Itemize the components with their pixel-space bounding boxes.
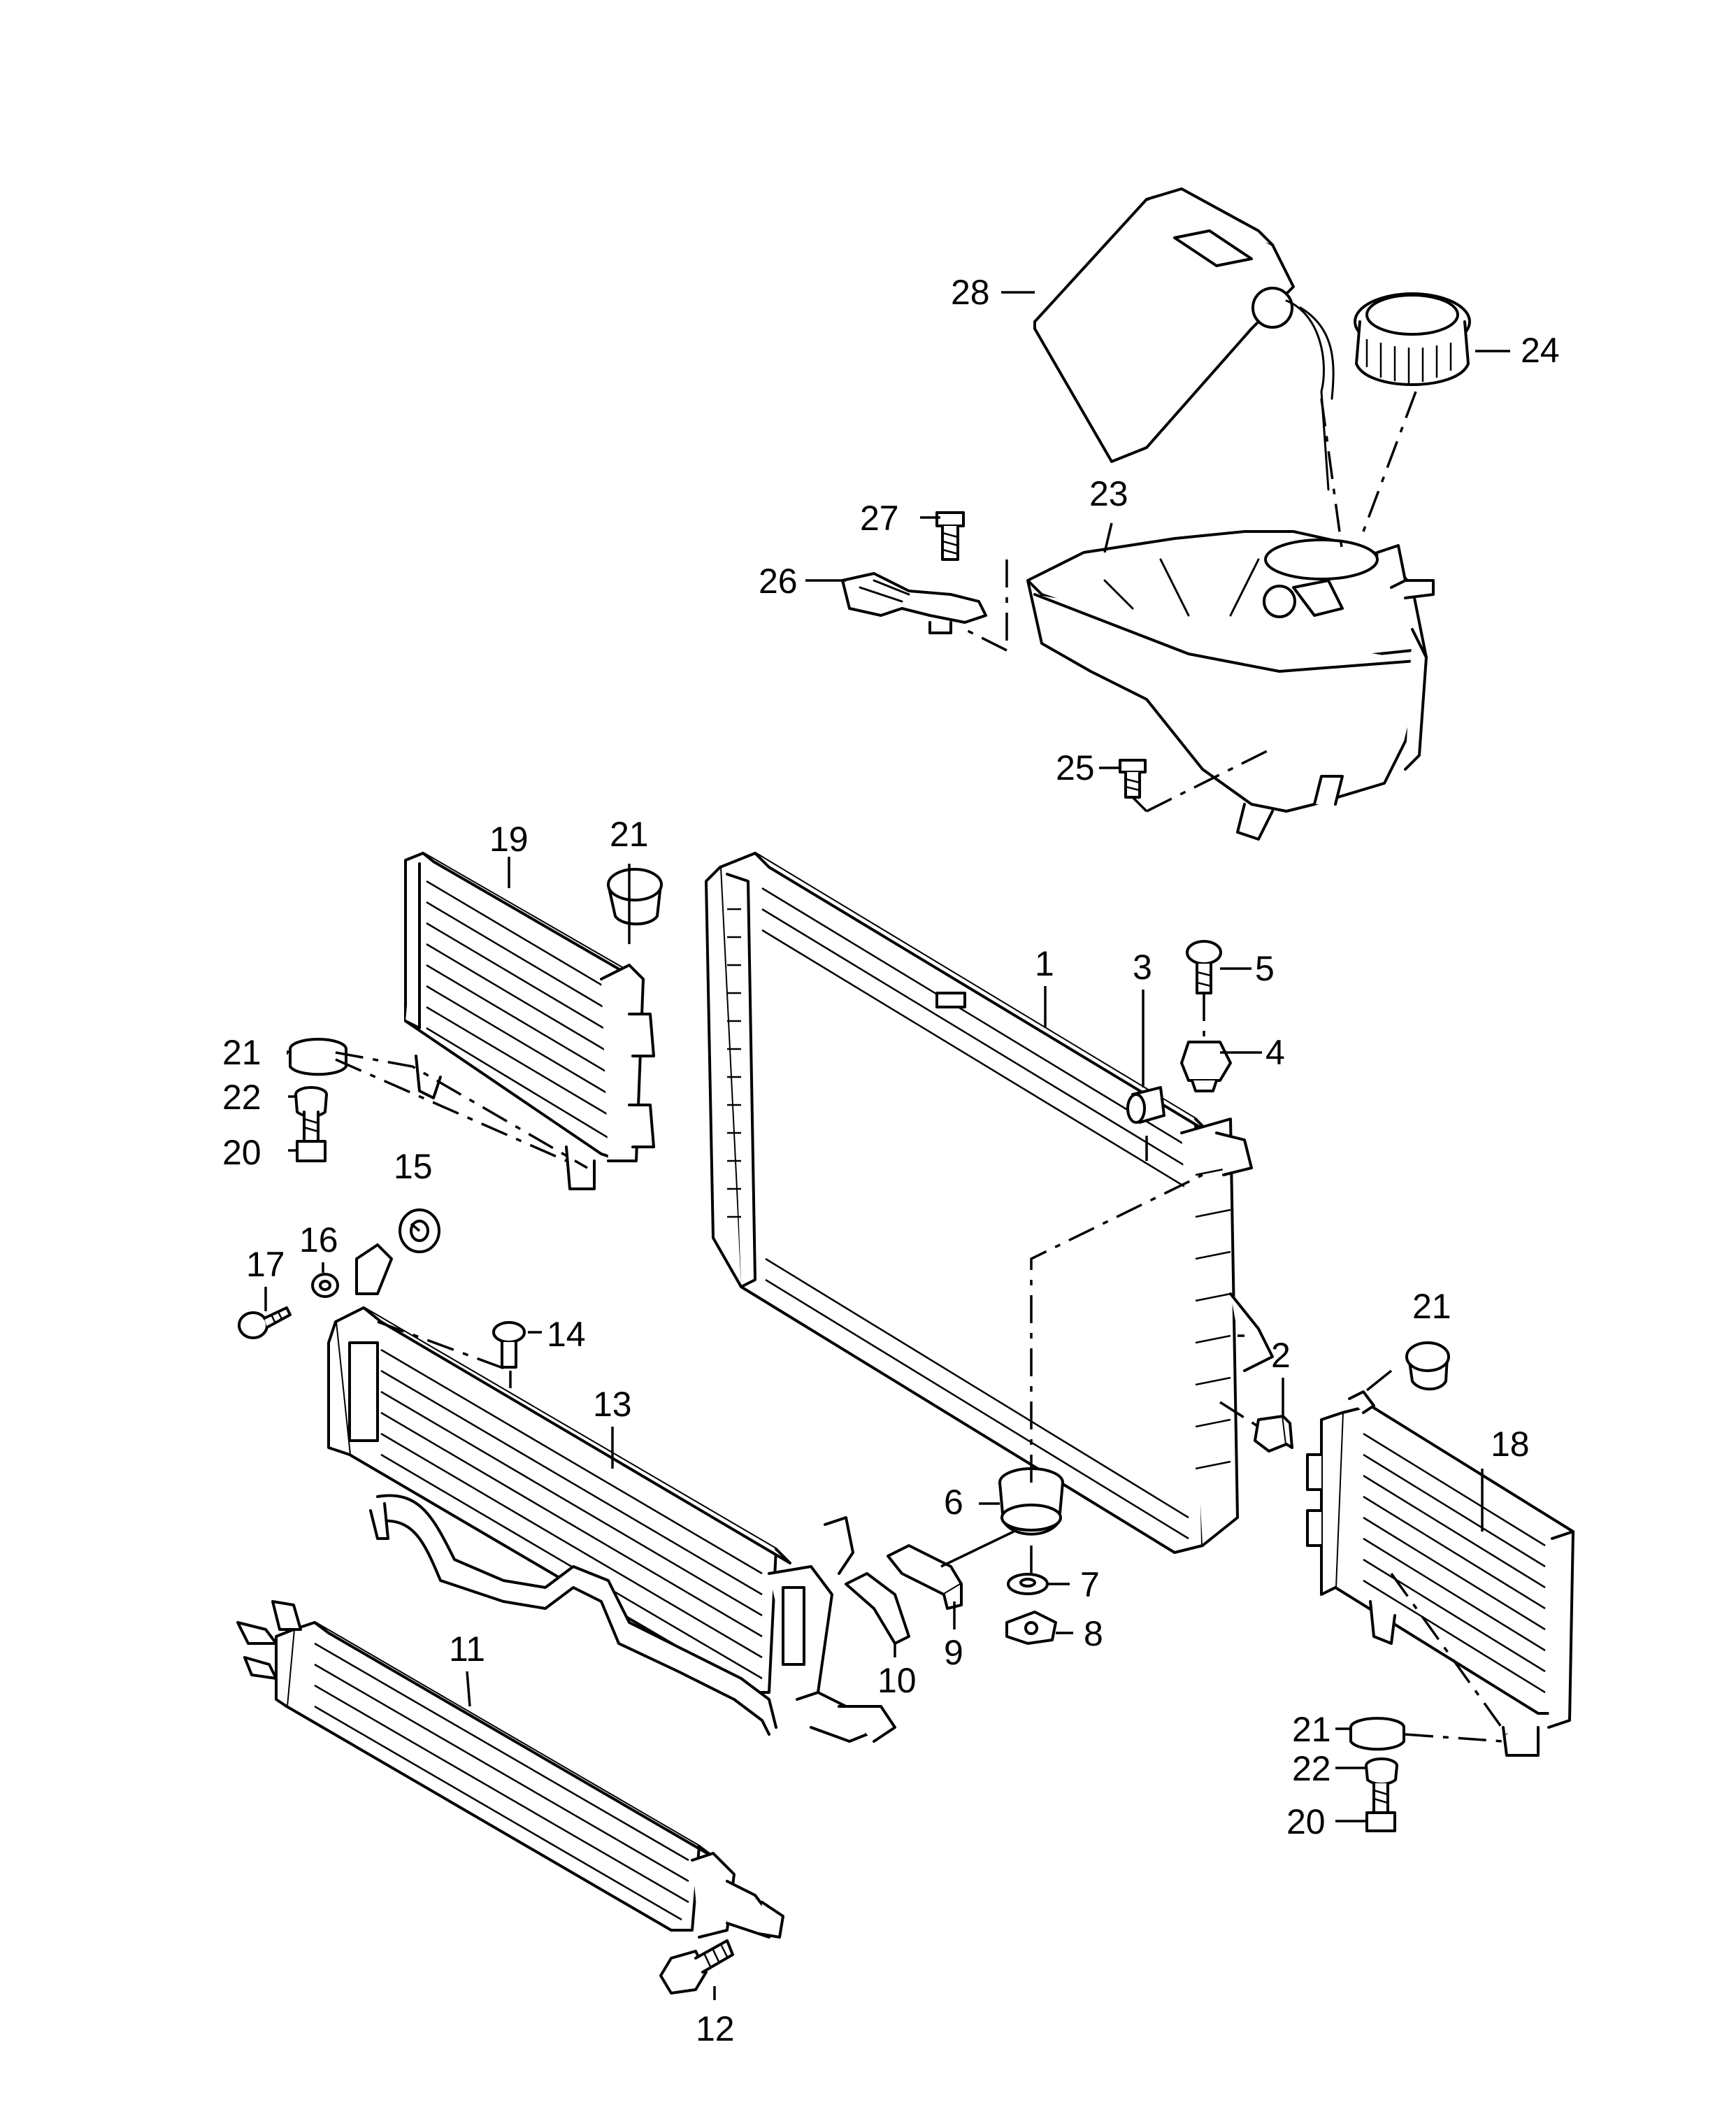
callout-24: 24 (1521, 331, 1560, 370)
callout-1: 1 (1035, 944, 1054, 983)
assembly-lines (335, 391, 1508, 1743)
callout-22-right: 22 (1292, 1749, 1331, 1788)
part-21-grommet-left (289, 1038, 347, 1076)
part-19-auxiliary-radiator (404, 852, 655, 1190)
part-16-nut (311, 1273, 339, 1298)
callout-12: 12 (696, 2009, 735, 2048)
part-21-grommet-right-bottom (1349, 1717, 1405, 1751)
part-6-rubber-mount (998, 1467, 1064, 1536)
part-20-bolt-right (1365, 1782, 1396, 1832)
callout-8: 8 (1084, 1614, 1103, 1653)
callout-16: 16 (299, 1220, 338, 1260)
callout-25: 25 (1056, 748, 1095, 787)
callout-4: 4 (1265, 1033, 1285, 1072)
callout-10: 10 (877, 1661, 917, 1700)
callout-6: 6 (944, 1483, 963, 1522)
callout-11: 11 (449, 1629, 485, 1669)
part-3-plug (1126, 1086, 1165, 1124)
part-4-mount (1180, 1041, 1232, 1092)
callout-21-right: 21 (1412, 1287, 1451, 1326)
callout-14: 14 (547, 1315, 586, 1354)
callout-26: 26 (759, 562, 798, 601)
part-11-oil-cooler (236, 1600, 784, 1939)
callout-3: 3 (1133, 948, 1152, 987)
part-7-washer (1007, 1573, 1049, 1595)
callout-20-left: 20 (222, 1133, 261, 1172)
part-14-screw (492, 1321, 526, 1369)
callout-7: 7 (1080, 1565, 1100, 1604)
part-10-clip (845, 1572, 910, 1645)
callout-21-left: 21 (222, 1033, 261, 1072)
part-1-radiator (705, 852, 1274, 1554)
callout-28: 28 (951, 273, 990, 312)
part-8-clamp (1005, 1611, 1057, 1645)
callout-19: 19 (489, 820, 529, 859)
part-12-bolt (659, 1939, 734, 1995)
part-20-bolt-left (296, 1111, 327, 1162)
part-9-retainer (887, 1544, 963, 1610)
part-23-expansion-tank (1026, 530, 1435, 841)
part-28-coolant-container (1033, 187, 1335, 491)
part-2-clip (1254, 1415, 1293, 1453)
part-21-grommet-right-top (1405, 1341, 1450, 1391)
part-13-condenser (327, 1243, 896, 1743)
part-18-auxiliary-radiator (1306, 1390, 1574, 1757)
callout-22-left: 22 (222, 1078, 261, 1117)
part-25-bolt (1119, 759, 1147, 799)
callout-21-upper: 21 (610, 815, 649, 854)
callout-21-right-bottom: 21 (1292, 1710, 1331, 1749)
part-5-screw (1186, 940, 1222, 994)
callout-27: 27 (860, 499, 899, 538)
part-26-bracket (841, 572, 987, 634)
callout-9: 9 (944, 1633, 963, 1672)
callout-15: 15 (394, 1147, 433, 1186)
callout-5: 5 (1255, 949, 1275, 988)
part-21-grommet-upper (607, 868, 663, 926)
part-22-spacer-left (294, 1086, 328, 1118)
leader-lines (264, 291, 1510, 2000)
part-27-bolt (935, 511, 965, 561)
callout-2: 2 (1271, 1336, 1291, 1375)
callout-18: 18 (1491, 1425, 1530, 1464)
callout-13: 13 (593, 1385, 632, 1424)
part-22-spacer-right (1365, 1757, 1398, 1785)
callout-17: 17 (246, 1245, 285, 1284)
part-17-screw (238, 1306, 292, 1339)
callout-20-right: 20 (1286, 1802, 1326, 1841)
callout-23: 23 (1089, 474, 1128, 513)
part-24-cap (1354, 292, 1471, 386)
callouts: 28 24 23 27 26 25 19 21 1 3 5 4 21 22 20… (222, 273, 1560, 2048)
